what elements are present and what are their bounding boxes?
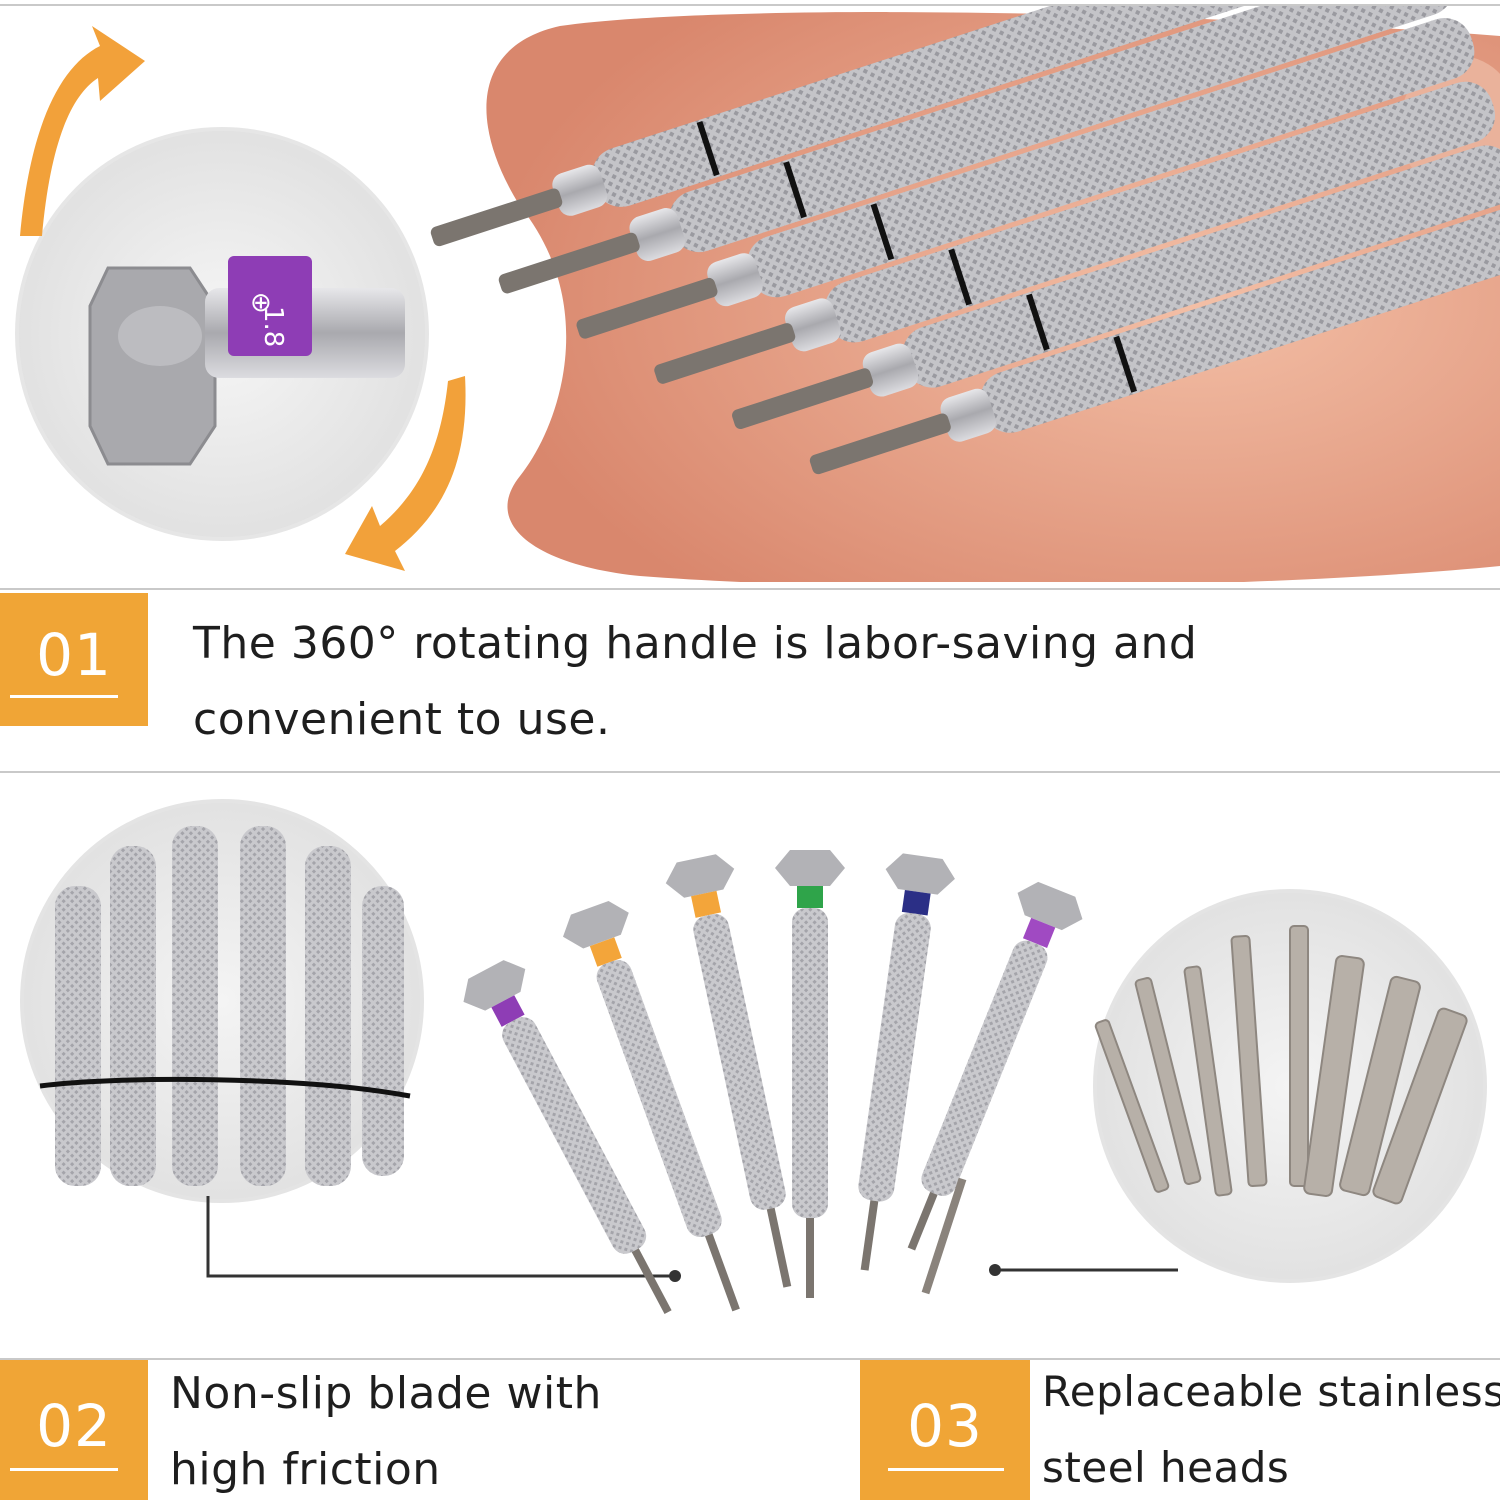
divider (0, 1358, 1500, 1360)
feature-line: steel heads (1042, 1443, 1290, 1492)
rotate-arrow-up-icon (20, 26, 145, 236)
feature-text: Replaceable stainless steel heads (1042, 1354, 1500, 1506)
screwdriver-set-photo (0, 776, 1500, 1356)
feature-number: 03 (907, 1392, 983, 1460)
size-label: 1.8 (258, 306, 288, 347)
feature-line: convenient to use. (193, 694, 611, 745)
feature-line: high friction (170, 1444, 441, 1495)
feature-number: 01 (36, 621, 112, 689)
detail-circle: 1.8 ⊕ (15, 127, 429, 541)
phillips-symbol: ⊕ (250, 288, 272, 318)
feature-number: 02 (36, 1392, 112, 1460)
handles-closeup-circle (20, 799, 424, 1203)
badge-underline (888, 1468, 1004, 1471)
feature-number-badge: 03 (860, 1360, 1030, 1500)
callout-line (206, 1196, 675, 1278)
rotate-arrow-down-icon (345, 376, 466, 571)
divider (0, 771, 1500, 773)
feature-line: The 360° rotating handle is labor-saving… (193, 618, 1198, 669)
divider (0, 588, 1500, 590)
feature-line: Non-slip blade with (170, 1368, 602, 1419)
heads-closeup-circle (1093, 889, 1487, 1283)
screwdriver-row (430, 6, 1500, 475)
feature-text: The 360° rotating handle is labor-saving… (193, 606, 1197, 758)
feature-number-badge: 01 (0, 593, 148, 726)
badge-underline (10, 695, 118, 698)
feature-number-badge: 02 (0, 1360, 148, 1500)
feature-line: Replaceable stainless (1042, 1367, 1500, 1416)
top-divider (0, 4, 1500, 6)
feature-text: Non-slip blade with high friction (170, 1356, 602, 1508)
rotating-handle-photo: 1.8 ⊕ (0, 6, 1500, 582)
screwdriver-fan (463, 850, 1083, 1314)
badge-underline (10, 1468, 118, 1471)
